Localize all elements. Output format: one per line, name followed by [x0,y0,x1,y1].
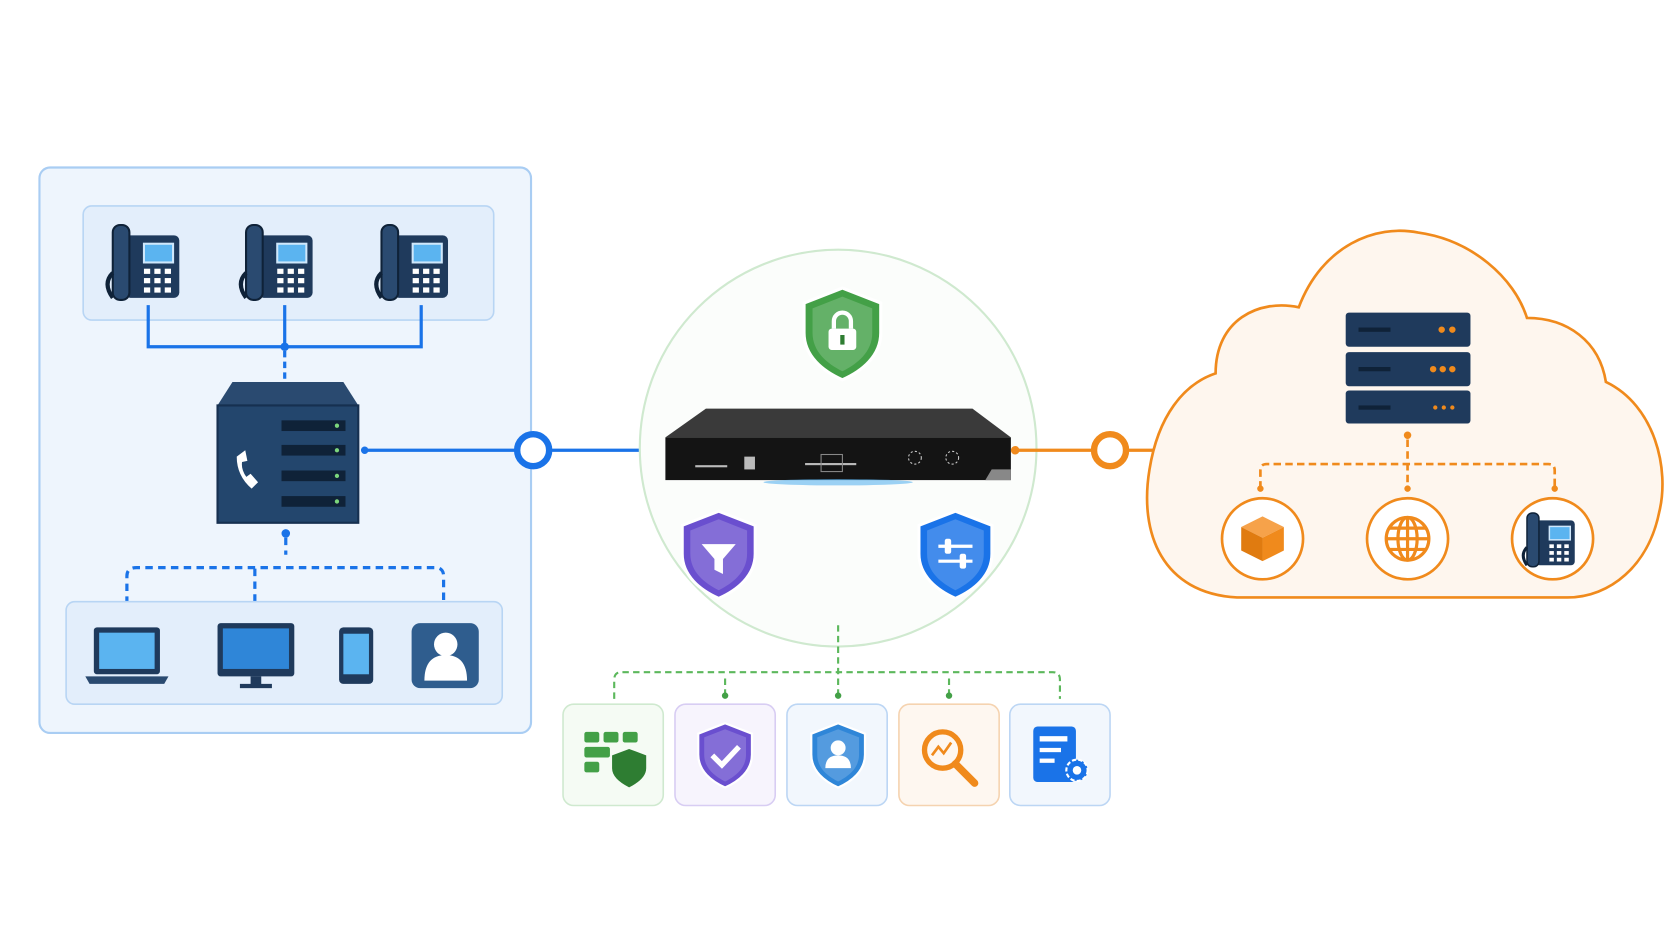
check-shield-icon [697,722,754,789]
server-stack-icon [1345,312,1471,424]
user-shield-icon [810,722,867,789]
feature-card [1009,703,1111,807]
feature-card [786,703,888,807]
desk-phone-icon [108,225,180,300]
pbx-server-icon [216,381,360,524]
feature-links [613,625,1061,699]
security-gateway [638,248,1038,648]
user-profile-icon [411,623,479,689]
document-settings-icon [1033,726,1089,783]
feature-card [898,703,1000,807]
desk-phone-icon [376,225,448,300]
filter-shield-icon [680,509,757,600]
cloud-panel [1145,229,1664,599]
settings-shield-icon [917,509,994,600]
feature-card [562,703,665,807]
laptop-icon [85,627,169,684]
lan-panel [38,166,533,735]
box-icon [1241,516,1284,562]
feature-card [674,703,777,807]
globe-icon [1384,515,1431,562]
lock-shield-icon [802,286,883,382]
desktop-monitor-icon [217,623,295,689]
smartphone-icon [339,627,374,684]
analytics-search-icon [921,729,979,787]
desk-phone-icon [1521,511,1577,569]
desk-phone-icon [241,225,313,300]
firewall-shield-icon [584,731,647,788]
network-appliance-icon [665,408,1011,486]
